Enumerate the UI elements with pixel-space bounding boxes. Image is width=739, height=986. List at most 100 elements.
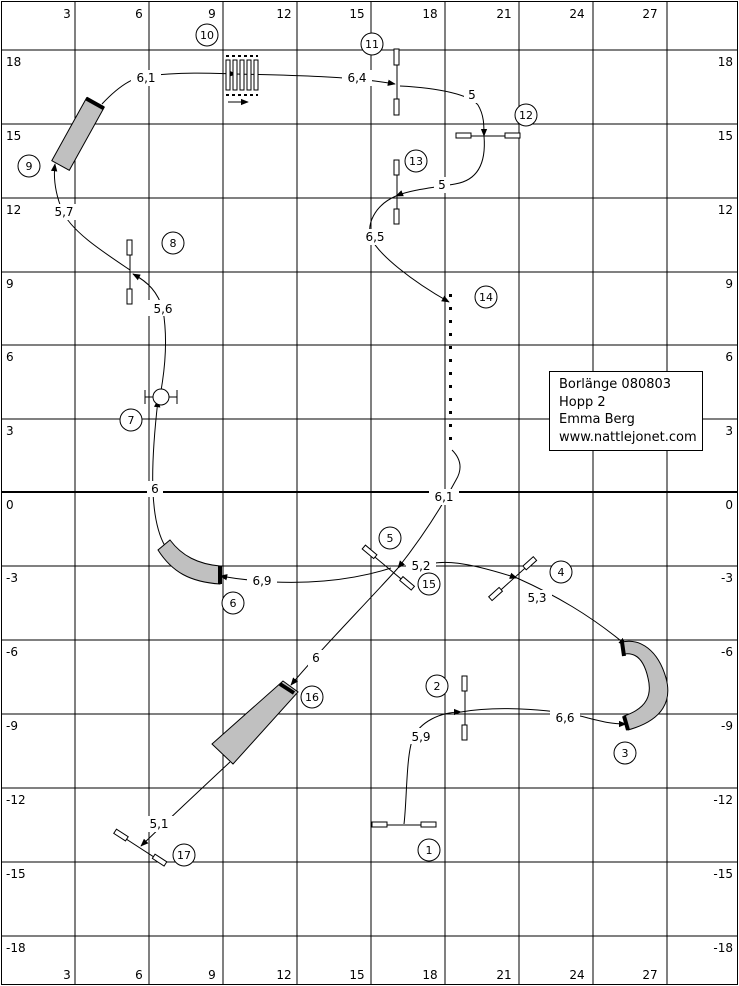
y-tick-left: 0 [6, 498, 14, 512]
path-11-12 [399, 85, 488, 137]
obstacle-number-7: 7 [119, 408, 143, 432]
x-tick-bottom: 21 [496, 968, 511, 982]
info-website: www.nattlejonet.com [559, 429, 697, 445]
path-6-7 [152, 399, 166, 547]
svg-text:14: 14 [479, 291, 493, 304]
y-tick-right: 18 [718, 55, 733, 69]
path-13-14 [369, 195, 450, 303]
distance-label: 6,4 [347, 71, 366, 85]
svg-text:10: 10 [200, 29, 214, 42]
obstacle-number-6: 6 [221, 591, 245, 615]
distance-label: 6,1 [434, 490, 453, 504]
y-tick-right: -6 [721, 645, 733, 659]
svg-text:12: 12 [519, 109, 533, 122]
tunnel-3-icon [621, 640, 669, 731]
y-tick-left: 12 [6, 203, 21, 217]
obstacle-number-9: 9 [17, 154, 41, 178]
path-16-17 [140, 761, 231, 847]
svg-text:5: 5 [387, 532, 394, 545]
distance-label: 6,6 [555, 711, 574, 725]
distance-label: 6,9 [252, 574, 271, 588]
obstacle-number-12: 12 [514, 103, 538, 127]
y-tick-right: -9 [721, 719, 733, 733]
x-tick-top: 18 [422, 7, 437, 21]
jump-5-icon [361, 544, 416, 591]
obstacle-number-17: 17 [172, 843, 196, 867]
y-tick-right: 0 [725, 498, 733, 512]
jump-13-icon [393, 159, 400, 225]
svg-text:1: 1 [426, 844, 433, 857]
obstacle-number-13: 13 [404, 149, 428, 173]
jump-12-icon [455, 132, 521, 139]
y-tick-right: 9 [725, 277, 733, 291]
path-10-11 [235, 73, 396, 86]
svg-text:7: 7 [128, 414, 135, 427]
tire-7-icon [144, 388, 178, 406]
y-tick-right: -12 [713, 793, 733, 807]
distance-label: 6,5 [365, 230, 384, 244]
path-2-3 [460, 708, 627, 728]
distance-label: 5 [468, 88, 476, 102]
distance-label: 5,7 [54, 205, 73, 219]
weave-poles-14-icon [449, 294, 452, 440]
distance-label: 5,9 [411, 730, 430, 744]
distance-label: 5,2 [411, 559, 430, 573]
svg-text:16: 16 [305, 691, 319, 704]
x-tick-bottom: 27 [642, 968, 657, 982]
y-tick-right: -18 [713, 941, 733, 955]
jump-4-icon [487, 555, 538, 602]
info-judge: Emma Berg [559, 412, 635, 427]
path-15-16 [290, 567, 399, 686]
distance-label: 5,6 [153, 302, 172, 316]
svg-text:8: 8 [170, 237, 177, 250]
distance-label: 5 [438, 178, 446, 192]
y-tick-left: 18 [6, 55, 21, 69]
chute-16-icon [211, 680, 299, 765]
y-tick-left: -15 [6, 867, 26, 881]
x-tick-top: 12 [276, 7, 291, 21]
y-tick-left: -12 [6, 793, 26, 807]
svg-text:9: 9 [26, 160, 33, 173]
obstacle-number-15: 15 [417, 572, 441, 596]
x-tick-top: 15 [349, 7, 364, 21]
distance-label: 6,1 [136, 71, 155, 85]
y-tick-left: -18 [6, 941, 26, 955]
y-tick-right: 12 [718, 203, 733, 217]
obstacle-number-1: 1 [417, 838, 441, 862]
x-tick-top: 27 [642, 7, 657, 21]
info-event: Borlänge 080803 [559, 377, 672, 392]
x-tick-top: 3 [63, 7, 71, 21]
obstacle-number-16: 16 [300, 685, 324, 709]
jump-2-icon [461, 675, 468, 741]
svg-text:15: 15 [422, 578, 436, 591]
x-tick-bottom: 18 [422, 968, 437, 982]
jump-8-icon [126, 239, 133, 305]
distance-label: 6 [151, 482, 159, 496]
y-tick-left: 15 [6, 129, 21, 143]
course-info-box: Borlänge 080803 Hopp 2 Emma Berg www.nat… [549, 371, 703, 451]
info-class: Hopp 2 [559, 394, 606, 410]
y-tick-right: 15 [718, 129, 733, 143]
path-5-6 [219, 567, 392, 583]
x-tick-bottom: 24 [569, 968, 584, 982]
x-tick-top: 6 [135, 7, 143, 21]
x-tick-top: 24 [569, 7, 584, 21]
course-path [50, 70, 627, 847]
obstacle-number-5: 5 [378, 526, 402, 550]
svg-text:6: 6 [230, 597, 237, 610]
x-tick-bottom: 9 [208, 968, 216, 982]
x-tick-bottom: 12 [276, 968, 291, 982]
jump-11-icon [393, 48, 400, 116]
x-tick-bottom: 6 [135, 968, 143, 982]
distance-label: 5,3 [527, 591, 546, 605]
path-4-3 [516, 577, 627, 646]
svg-text:11: 11 [365, 38, 379, 51]
y-tick-right: 3 [725, 424, 733, 438]
long-jump-10-icon [225, 55, 259, 106]
path-12-13 [395, 135, 485, 197]
svg-text:13: 13 [409, 155, 423, 168]
x-tick-bottom: 3 [63, 968, 71, 982]
distance-label: 5,1 [149, 817, 168, 831]
y-tick-left: -3 [6, 571, 18, 585]
tunnel-9-icon [51, 96, 105, 172]
